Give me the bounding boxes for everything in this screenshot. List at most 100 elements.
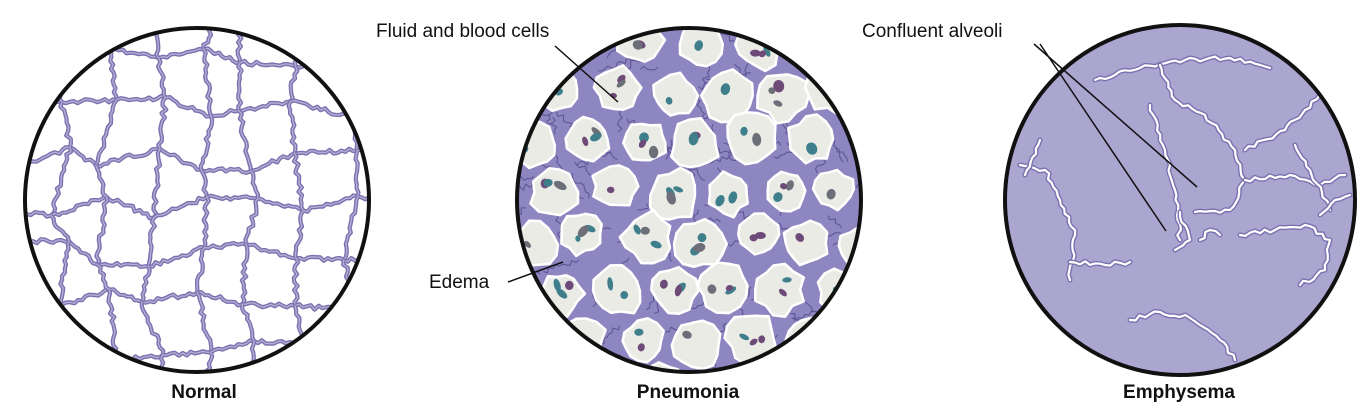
fluid-filled-alveolus [621, 317, 665, 364]
alveolar-wall [337, 341, 369, 363]
interstitial-fiber [555, 354, 574, 372]
alveolar-wall [25, 346, 48, 357]
interstitial-fiber [529, 361, 543, 372]
blood-cell [650, 240, 662, 249]
alveolar-wall-highlight [109, 288, 143, 303]
alveolar-wall-highlight [196, 292, 213, 353]
alveolar-wall-highlight [165, 96, 212, 118]
blood-cell [782, 277, 792, 283]
alveolar-wall [337, 342, 359, 372]
alveolar-wall-highlight [95, 99, 118, 166]
interstitial-fiber [517, 95, 542, 107]
wall-remnant [1093, 55, 1272, 82]
alveolar-wall-highlight [293, 257, 299, 306]
alveolar-wall-highlight [338, 343, 358, 372]
alveolar-wall-highlight [96, 263, 110, 291]
leader-line-confluent-1 [1033, 43, 1198, 188]
alveolar-wall-highlight [0, 19, 22, 62]
callout-confluent: Confluent alveoli [862, 21, 1198, 232]
fluid-filled-alveolus [591, 263, 642, 315]
interstitial-fiber [604, 356, 615, 372]
blood-cell [758, 335, 766, 344]
alveolar-wall-highlight [242, 302, 296, 309]
alveolar-wall-highlight [399, 310, 403, 360]
panel-pneumonia: Pneumonia [515, 26, 863, 403]
interstitial-fiber [533, 323, 548, 343]
alveolar-wall-highlight [200, 169, 208, 198]
alveolar-wall-highlight [108, 360, 117, 372]
alveolar-wall [356, 53, 369, 77]
alveolar-wall [43, 353, 52, 372]
alveolar-wall-highlight [4, 348, 8, 401]
blood-cell [758, 50, 767, 58]
alveolar-wall [383, 157, 392, 206]
blood-cell [674, 284, 682, 297]
caption-emphysema: Emphysema [1123, 382, 1235, 403]
blood-cell [778, 288, 787, 297]
alveolar-wall-highlight [198, 352, 213, 372]
alveolar-wall-highlight [338, 342, 369, 361]
alveolar-wall-highlight [357, 195, 369, 206]
interstitial-fiber [561, 342, 582, 372]
fluid-filled-alveolus [696, 261, 749, 315]
emphysema-circle-bg [1005, 25, 1355, 375]
emphysema-circle-outline [1003, 23, 1357, 377]
alveolar-wall-highlight [250, 170, 259, 199]
alveolar-wall-highlight [14, 241, 21, 303]
wall-remnant [1243, 173, 1347, 187]
alveolar-wall-highlight [288, 386, 357, 394]
interstitial-fiber [823, 67, 842, 96]
alveolar-wall-highlight [200, 115, 213, 170]
alveolar-wall-highlight [109, 49, 118, 100]
alveolar-wall [285, 341, 303, 372]
blood-cell [606, 186, 615, 194]
fluid-filled-alveolus [766, 170, 807, 213]
alveolar-wall-highlight [8, 390, 48, 402]
blood-cell [673, 186, 684, 193]
alveolar-wall [46, 351, 118, 363]
alveolar-wall-highlight [0, 208, 21, 241]
alveolar-wall-highlight [213, 14, 237, 23]
fluid-filled-alveolus [726, 111, 777, 166]
alveolar-wall [238, 10, 307, 15]
alveolar-wall-highlight [157, 57, 166, 98]
alveolar-wall-highlight [69, 146, 97, 166]
blood-cell [574, 341, 583, 351]
alveolar-wall-highlight [382, 114, 386, 157]
alveolar-wall-highlight [141, 302, 164, 356]
alveolar-wall [50, 1, 112, 8]
alveolar-wall [382, 255, 400, 310]
alveolar-wall [45, 28, 56, 69]
interstitial-fiber [799, 45, 812, 67]
fluid-filled-alveolus [564, 115, 611, 163]
alveolar-wall-highlight [0, 62, 12, 118]
blood-cell [749, 234, 758, 242]
alveolar-wall [399, 310, 403, 360]
wall-remnant [1148, 103, 1182, 242]
alveolar-wall-highlight [50, 195, 107, 217]
wall-remnant [1068, 260, 1132, 267]
interstitial-fiber [848, 44, 861, 81]
alveolar-wall-highlight [95, 165, 107, 198]
wall-remnant [1173, 210, 1192, 252]
alveolar-wall-highlight [353, 55, 360, 119]
alveolar-wall-highlight [203, 47, 241, 64]
alveolar-wall-highlight [25, 347, 47, 355]
alveolar-wall-highlight [61, 98, 117, 104]
alveolar-wall-highlight [108, 28, 113, 50]
alveolar-wall-highlight [58, 288, 110, 308]
alveolar-wall-highlight [238, 100, 291, 112]
blood-cell [806, 142, 818, 155]
alveolar-wall [25, 300, 59, 311]
alveolar-wall-highlight [59, 102, 72, 148]
alveolar-wall [336, 310, 360, 344]
blood-cell [834, 90, 844, 99]
alveolar-wall-highlight [294, 210, 304, 259]
alveolar-wall-highlight [202, 196, 210, 248]
blood-cell [749, 338, 758, 346]
alveolar-wall [107, 360, 119, 372]
alveolar-wall-highlight [210, 339, 255, 353]
label-edema: Edema [429, 272, 490, 293]
alveolar-wall-highlight [238, 110, 252, 171]
alveolar-wall-highlight [356, 54, 369, 76]
